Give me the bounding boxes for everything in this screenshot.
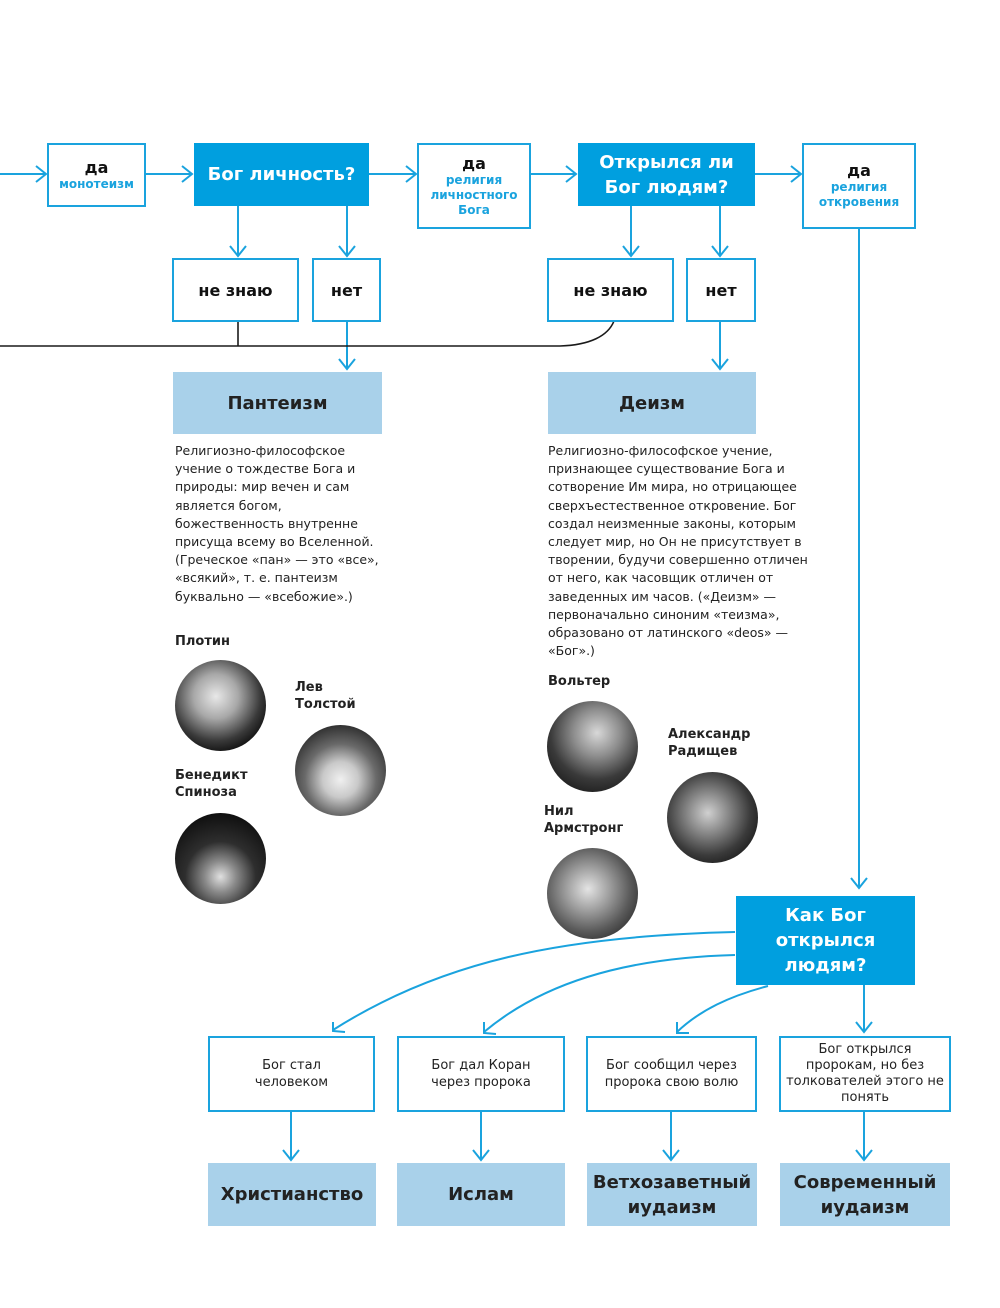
personal-god-box: да религия личностного Бога xyxy=(417,143,531,229)
result-old-testament-judaism: Ветхозаветный иудаизм xyxy=(587,1163,757,1226)
pantheism-title: Пантеизм xyxy=(227,392,328,414)
portrait-voltaire-icon xyxy=(547,701,638,792)
result-modern-judaism: Современный иудаизм xyxy=(780,1163,950,1226)
person-name-voltaire: Вольтер xyxy=(548,674,611,689)
pantheism-title-box: Пантеизм xyxy=(173,372,382,434)
revelation-yes: да xyxy=(847,161,871,180)
answer-dont-know-revealed-text: не знаю xyxy=(573,280,648,300)
result-christianity: Христианство xyxy=(208,1163,376,1226)
person-name-spinoza: Бенедикт Спиноза xyxy=(175,768,248,800)
curve-to-islam xyxy=(483,954,736,1033)
answer-no-revealed: нет xyxy=(686,258,756,322)
personal-god-label: религия личностного Бога xyxy=(430,172,518,217)
branch-box-quran: Бог дал Коран через пророка xyxy=(397,1036,565,1112)
portrait-plotinus-icon xyxy=(175,660,266,751)
person-name-armstrong: Нил Армстронг xyxy=(544,804,624,836)
branch-label: Бог сообщил через пророка свою волю xyxy=(604,1058,739,1090)
branch-box-prophet-will: Бог сообщил через пророка свою волю xyxy=(586,1036,757,1112)
deism-title: Деизм xyxy=(618,392,686,414)
person-name-tolstoy: Лев Толстой xyxy=(295,680,356,712)
personal-god-yes: да xyxy=(462,153,486,173)
monotheism-box: да монотеизм xyxy=(47,143,146,207)
question-god-revealed-text: Открылся ли Бог людям? xyxy=(599,151,734,198)
result-islam-text: Ислам xyxy=(448,1184,514,1205)
person-name-plotinus: Плотин xyxy=(175,634,230,649)
monotheism-label: монотеизм xyxy=(59,176,134,191)
question-how-revealed-text: Как Бог открылся людям? xyxy=(775,905,876,976)
revelation-label: религия откровения xyxy=(818,180,900,209)
question-god-personal-text: Бог личность? xyxy=(207,164,356,185)
answer-no-personal: нет xyxy=(312,258,381,322)
question-god-revealed: Открылся ли Бог людям? xyxy=(578,143,755,206)
dontknow-line xyxy=(0,320,615,347)
portrait-tolstoy-icon xyxy=(295,725,386,816)
branch-label: Бог стал человеком xyxy=(254,1058,329,1090)
portrait-radishchev-icon xyxy=(667,772,758,863)
revelation-box: да религия откровения xyxy=(802,143,916,229)
answer-dont-know-personal-text: не знаю xyxy=(198,280,273,300)
deism-description: Религиозно-философское учение, признающе… xyxy=(548,443,808,659)
portrait-armstrong-icon xyxy=(547,848,638,939)
result-old-testament-judaism-text: Ветхозаветный иудаизм xyxy=(592,1171,752,1218)
branch-label: Бог открылся пророкам, но без толковател… xyxy=(786,1042,944,1105)
result-modern-judaism-text: Современный иудаизм xyxy=(793,1171,937,1218)
answer-dont-know-personal: не знаю xyxy=(172,258,299,322)
answer-no-revealed-text: нет xyxy=(705,280,737,300)
answer-dont-know-revealed: не знаю xyxy=(547,258,674,322)
curve-to-christianity xyxy=(332,931,736,1031)
pantheism-description: Религиозно-философское учение о тождеств… xyxy=(175,443,379,604)
deism-title-box: Деизм xyxy=(548,372,756,434)
branch-box-incarnation: Бог стал человеком xyxy=(208,1036,375,1112)
branch-box-prophets-interpreters: Бог открылся пророкам, но без толковател… xyxy=(779,1036,951,1112)
person-name-radishchev: Александр Радищев xyxy=(668,727,751,759)
monotheism-yes: да xyxy=(84,157,109,177)
curve-to-old-judaism xyxy=(676,985,769,1033)
result-islam: Ислам xyxy=(397,1163,565,1226)
portrait-spinoza-icon xyxy=(175,813,266,904)
answer-no-personal-text: нет xyxy=(330,280,363,300)
question-god-personal: Бог личность? xyxy=(194,143,369,206)
branch-label: Бог дал Коран через пророка xyxy=(431,1058,531,1090)
question-how-revealed: Как Бог открылся людям? xyxy=(736,896,915,985)
result-christianity-text: Христианство xyxy=(220,1184,364,1205)
